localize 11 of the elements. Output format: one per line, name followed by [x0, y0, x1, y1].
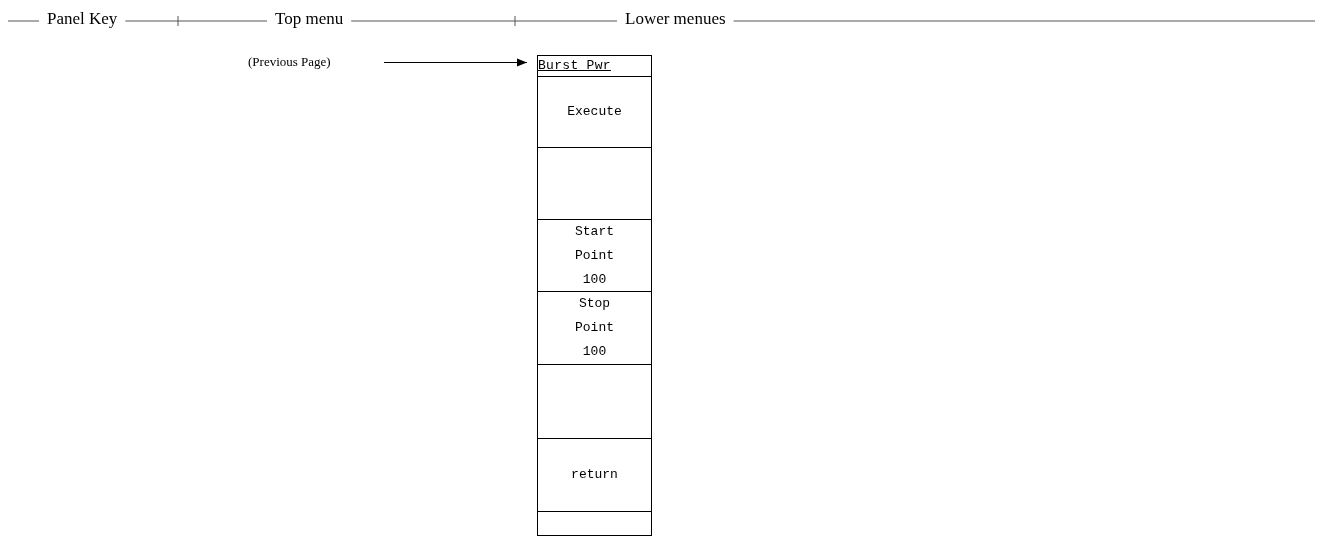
- softkey-label: Start Point 100: [574, 222, 615, 289]
- arrow: [383, 58, 528, 67]
- softkey-label: Stop Point 100: [574, 295, 615, 361]
- section-heading: Panel Key: [47, 9, 118, 29]
- menu-panel: [537, 55, 652, 536]
- menu-title: Burst Pwr: [538, 58, 611, 73]
- section-heading: Lower menues: [625, 9, 726, 29]
- softkey-label: Execute: [567, 103, 622, 121]
- softkey-label: return: [571, 466, 618, 484]
- page-label: (Previous Page): [248, 54, 364, 71]
- section-heading: Top menu: [275, 9, 344, 29]
